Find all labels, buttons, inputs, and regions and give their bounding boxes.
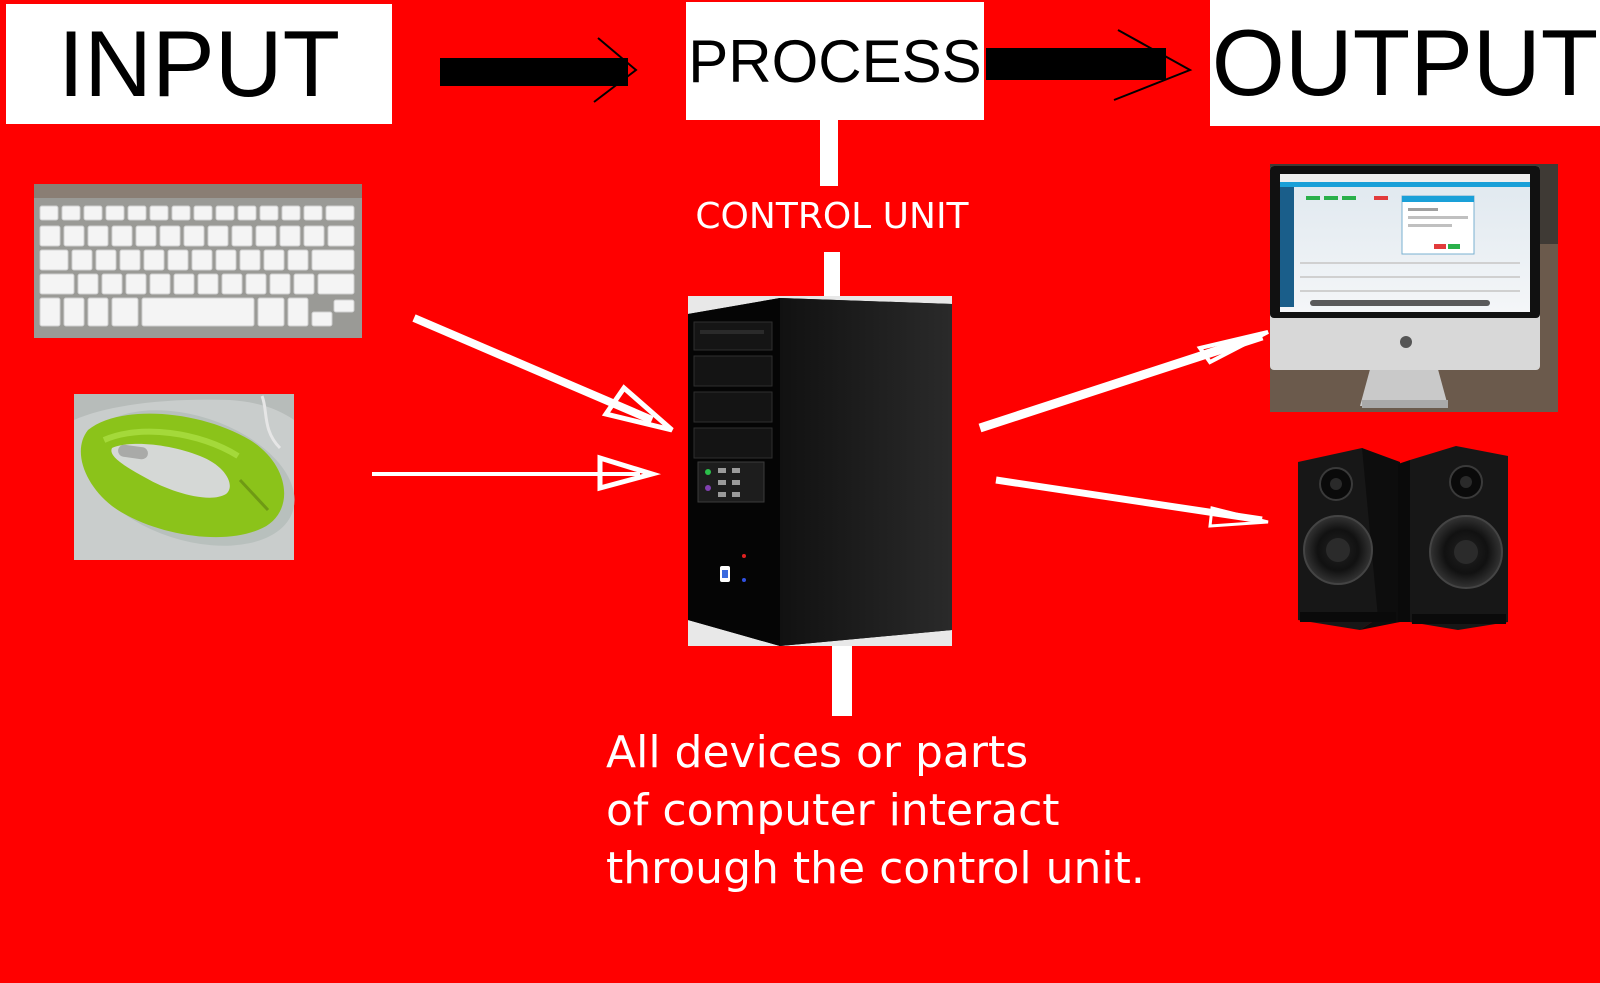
input-header-label: INPUT: [58, 11, 340, 116]
keyboard-icon: [34, 184, 362, 338]
arrow-tower-to-monitor: [978, 330, 1269, 433]
arrow-input-to-process: [440, 37, 638, 103]
process-header: PROCESS: [686, 2, 984, 120]
connector-process-to-control: [820, 120, 838, 186]
control-unit-label: CONTROL UNIT: [695, 196, 969, 237]
caption-line-1: All devices or parts: [606, 727, 1029, 778]
arrow-mouse-to-tower: [372, 454, 662, 492]
caption-line-2: of computer interact: [606, 785, 1060, 836]
caption: All devices or parts of computer interac…: [606, 724, 1246, 898]
arrow-process-to-output: [986, 29, 1193, 101]
input-header: INPUT: [6, 4, 392, 124]
caption-line-3: through the control unit.: [606, 843, 1145, 894]
speaker-icon: [1298, 446, 1508, 630]
connector-tower-to-caption: [832, 642, 852, 716]
arrow-tower-to-speakers: [995, 476, 1269, 528]
cpu-tower-icon: [688, 296, 952, 646]
mouse-icon: [74, 394, 295, 560]
process-header-label: PROCESS: [688, 27, 982, 95]
arrow-keyboard-to-tower: [412, 314, 674, 433]
output-header: OUTPUT: [1210, 0, 1600, 126]
connector-control-to-tower: [824, 252, 840, 296]
monitor-icon: [1270, 164, 1558, 412]
output-header-label: OUTPUT: [1211, 10, 1599, 115]
